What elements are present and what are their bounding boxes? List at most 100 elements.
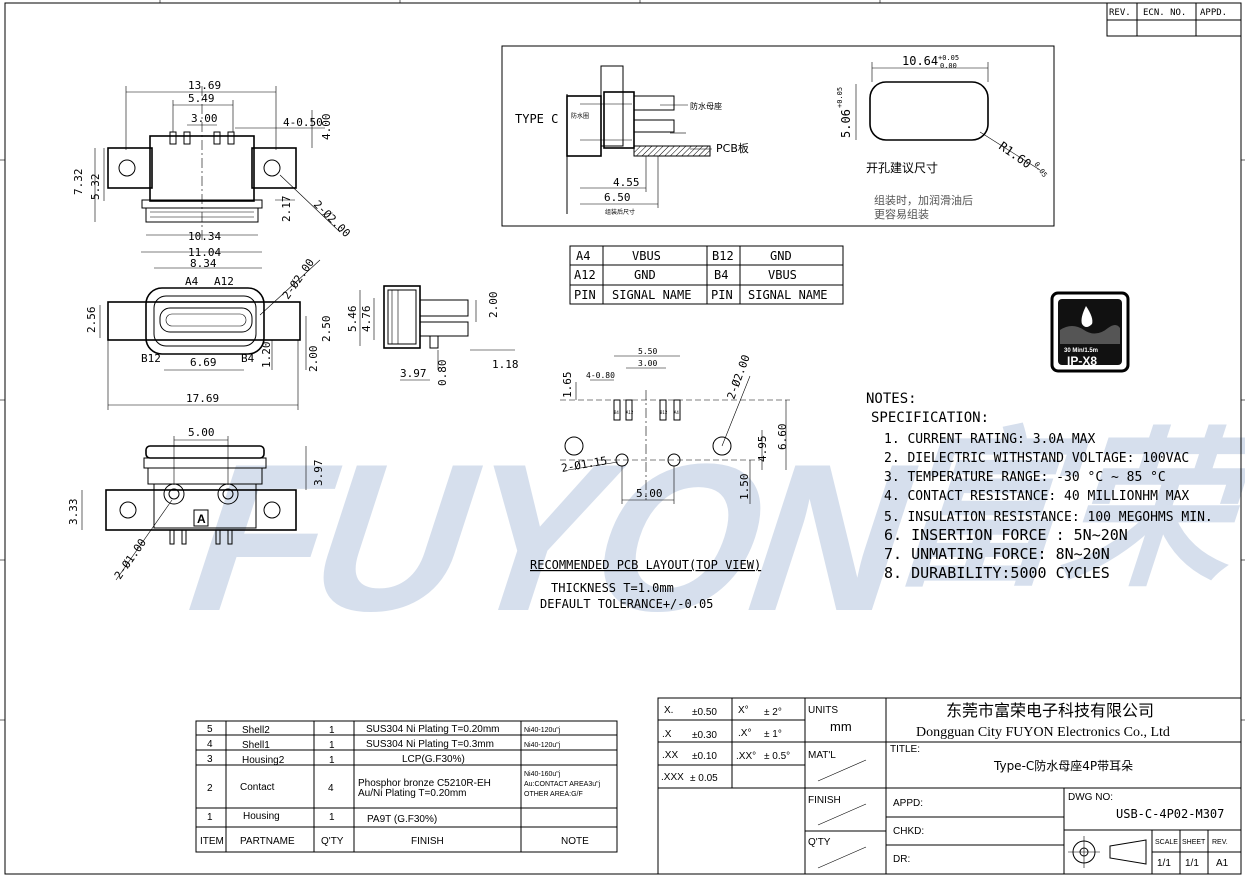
pcb-dim-10: 1.50 — [738, 474, 751, 501]
pin-cell-2-0: PIN — [574, 288, 596, 302]
dim-bottom-2: 3.97 — [312, 460, 325, 487]
scale-value: 1/1 — [1157, 858, 1171, 869]
bom-header-item: ITEM — [200, 836, 224, 847]
pcb-dim-7: 4.95 — [756, 436, 769, 463]
pcb-pin-b4: B4 — [614, 410, 619, 415]
matl-label: MAT'L — [808, 750, 836, 761]
dim-mouth-7: 6.69 — [190, 356, 217, 369]
pcb-dim-9: 5.00 — [636, 487, 663, 500]
units-label: UNITS — [808, 705, 838, 716]
section-type-label: TYPE C — [515, 112, 558, 126]
pcb-pin-b12: B12 — [660, 410, 668, 415]
projection-symbol-icon — [1068, 836, 1147, 868]
section-pcb-label: PCB板 — [716, 141, 749, 155]
dim-front-6: 7.32 — [72, 169, 85, 196]
tol-1-0: .X — [662, 729, 672, 740]
bom-finish-2-line2: Au/Ni Plating T=0.20mm — [358, 788, 466, 799]
scale-label: SCALE — [1155, 839, 1178, 846]
ecn-header: ECN. NO. — [1143, 8, 1186, 18]
pcb-pin-a4: A4 — [674, 410, 679, 415]
dim-front-7: 5.32 — [89, 174, 102, 201]
cutout-caption: 开孔建议尺寸 — [866, 161, 938, 175]
bom-item-4: 4 — [207, 739, 213, 750]
notes-title: NOTES: — [866, 391, 917, 407]
dim-front-1: 13.69 — [188, 79, 221, 92]
dim-side-4: 3.97 — [400, 367, 427, 380]
tol-0-2: X° — [738, 705, 749, 716]
dim-front-2: 5.49 — [188, 92, 215, 105]
rev-value: A1 — [1216, 858, 1229, 869]
dim-mouth-4: 1.20 — [260, 342, 273, 369]
units-value: mm — [830, 719, 852, 734]
bom-part-4: Shell1 — [242, 740, 270, 751]
watermark-cn: 富荣 — [875, 413, 1245, 611]
side-view: 5.46 4.76 2.00 3.97 0.80 1.18 — [346, 285, 519, 387]
note-item-6: 6. INSERTION FORCE : 5N~20N — [884, 526, 1128, 544]
sheet-value: 1/1 — [1185, 858, 1199, 869]
dim-bottom-1: 5.00 — [188, 426, 215, 439]
tol-1-2: .X° — [738, 728, 751, 739]
tol-2-2: .XX° — [736, 751, 756, 762]
pin-cell-0-1: VBUS — [632, 249, 661, 263]
bom-header-part: PARTNAME — [240, 836, 295, 847]
pin-cell-2-2: PIN — [711, 288, 733, 302]
front-view: 13.69 5.49 3.00 4-0.50 4.00 7.32 5.32 2.… — [72, 79, 353, 259]
pcb-dim-8: 6.60 — [776, 424, 789, 451]
dim-side-5: 0.80 — [436, 360, 449, 387]
pin-cell-1-3: VBUS — [768, 268, 797, 282]
note-item-1: 1. CURRENT RATING: 3.0A MAX — [884, 432, 1095, 447]
company-cn: 东莞市富荣电子科技有限公司 — [946, 701, 1154, 720]
note-item-3: 3. TEMPERATURE RANGE: -30 °C ~ 85 °C — [884, 470, 1166, 485]
pin-cell-1-1: GND — [634, 268, 656, 282]
bom-item-3: 3 — [207, 754, 213, 765]
drawing-title: Type-C防水母座4P带耳朵 — [993, 758, 1133, 773]
bom-finish-5: SUS304 Ni Plating T=0.20mm — [366, 724, 500, 735]
dim-bottom-4: 2-Ø1.00 — [112, 536, 149, 581]
finish-label: FINISH — [808, 795, 841, 806]
revision-table: REV. ECN. NO. APPD. — [1106, 2, 1242, 37]
dim-front-4: 4-0.50 — [283, 116, 323, 129]
pin-label-b12: B12 — [141, 352, 161, 365]
note-item-2: 2. DIELECTRIC WITHSTAND VOLTAGE: 100VAC — [884, 451, 1189, 466]
cutout-radius-tol: 0.05 — [1032, 161, 1048, 179]
pin-cell-0-2: B12 — [712, 249, 734, 263]
bom-qty-2: 4 — [328, 783, 334, 794]
pcb-tolerance: DEFAULT TOLERANCE+/-0.05 — [540, 597, 713, 611]
pin-cell-0-0: A4 — [576, 249, 590, 263]
section-view: TYPE C 防水母座 防水圈 PCB板 4.55 6.50 组装后尺寸 10.… — [501, 45, 1055, 227]
pcb-dim-4: 1.65 — [561, 372, 574, 399]
cutout-width: 10.64 — [902, 54, 938, 68]
pin-label-a4: A4 — [185, 275, 199, 288]
bom-part-5: Shell2 — [242, 725, 270, 736]
bom-part-1: Housing — [243, 811, 280, 822]
qty-label: Q'TY — [808, 837, 831, 848]
tol-2-1: ±0.10 — [692, 751, 717, 762]
dwg-label: DWG NO: — [1068, 792, 1113, 803]
pcb-dim-3: 4-0.80 — [586, 371, 615, 380]
pin-table: A4 VBUS B12 GND A12 GND B4 VBUS PIN SIGN… — [569, 245, 844, 305]
pcb-dim-5: 2-Ø2.00 — [725, 353, 753, 401]
bom-table: 5 Shell2 1 SUS304 Ni Plating T=0.20mm Ni… — [195, 720, 618, 853]
watermark-brand: FUYON — [160, 420, 941, 655]
bom-header-finish: FINISH — [411, 836, 444, 847]
title-label: TITLE: — [890, 744, 920, 755]
bom-header-qty: Q'TY — [321, 836, 344, 847]
watermark: FUYON 富荣 — [160, 413, 1245, 655]
sheet-border — [4, 2, 1242, 875]
note-item-8: 8. DURABILITY:5000 CYCLES — [884, 564, 1110, 582]
pcb-dim-2: 3.00 — [638, 359, 657, 368]
tol-3-1: ± 0.05 — [690, 773, 718, 784]
frame-ticks — [0, 0, 1245, 721]
dim-mouth-3: 2.56 — [85, 307, 98, 334]
pcb-layout-title: RECOMMENDED PCB LAYOUT(TOP VIEW) — [530, 558, 761, 572]
bom-finish-2-line1: Phosphor bronze C5210R-EH — [358, 778, 491, 789]
bom-header-note: NOTE — [561, 836, 589, 847]
cutout-note-1: 组装时，加润滑油后 — [874, 193, 973, 207]
dim-side-6: 1.18 — [492, 358, 519, 371]
pcb-pin-a12: A12 — [626, 410, 634, 415]
pin-cell-2-1: SIGNAL NAME — [612, 288, 691, 302]
pin-label-b4: B4 — [241, 352, 255, 365]
dr-label: DR: — [893, 854, 910, 865]
